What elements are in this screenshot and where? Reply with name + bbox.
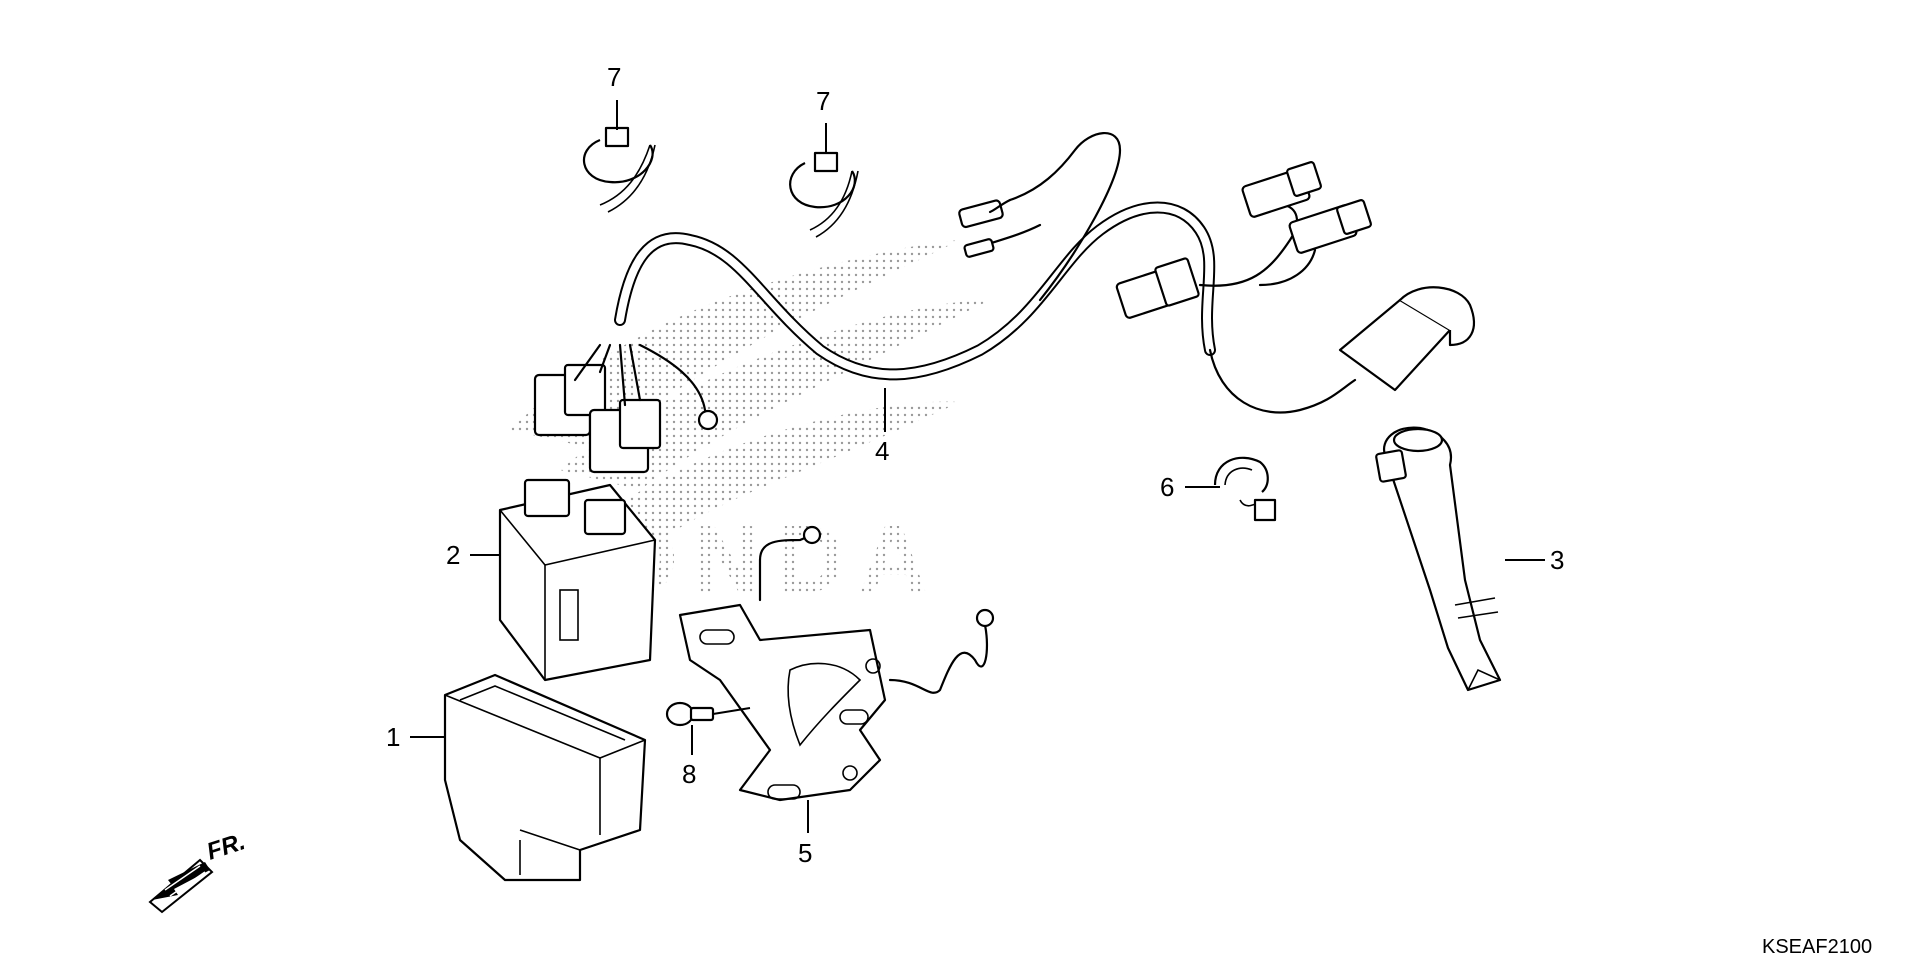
honda-watermark: HONDA [510, 240, 990, 613]
callout-5: 5 [798, 838, 812, 868]
callout-8: 8 [682, 759, 696, 789]
part-4-wire-harness [533, 132, 1475, 474]
callout-6: 6 [1160, 472, 1174, 502]
callout-2: 2 [446, 540, 460, 570]
callout-3: 3 [1550, 545, 1564, 575]
part-2-control-unit [498, 478, 657, 682]
callout-7-right: 7 [816, 86, 830, 116]
part-6-clamp [1213, 456, 1277, 522]
part-3-ignition-coil [1375, 426, 1502, 692]
callout-7-left: 7 [607, 62, 621, 92]
part-5-bracket [678, 525, 995, 802]
part-7-clamp-right [789, 151, 859, 238]
front-direction-indicator: FR. [148, 828, 249, 914]
callout-4: 4 [875, 436, 889, 466]
diagram-code: KSEAF2100 [1762, 936, 1872, 958]
front-label: FR. [204, 828, 249, 866]
callout-1: 1 [386, 722, 400, 752]
part-1-cover [443, 673, 647, 882]
part-8-bolt [665, 701, 751, 727]
part-7-clamp-left [582, 126, 656, 213]
